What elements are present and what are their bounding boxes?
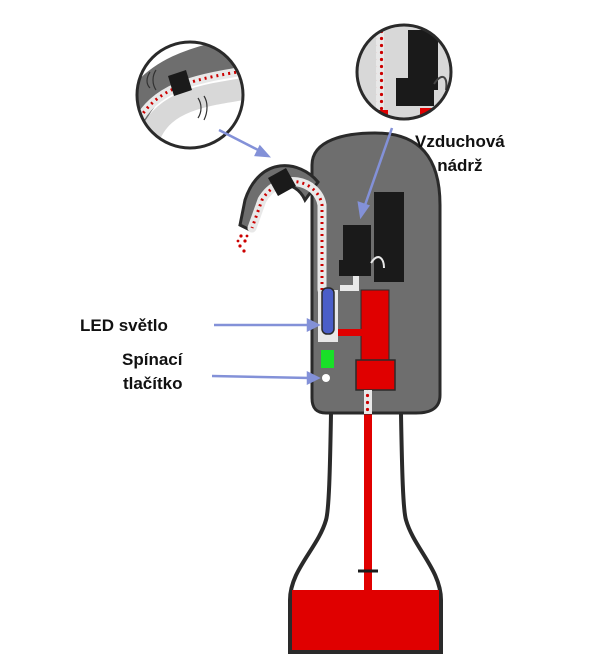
tank-label-line1: Vzduchová xyxy=(415,132,505,151)
switch-label-line1: Spínací xyxy=(122,350,183,369)
detail-tank-magnifier xyxy=(355,23,453,121)
led-light-label: LED světlo xyxy=(80,316,168,335)
wine-drops xyxy=(236,234,249,253)
switch-label-line2: tlačítko xyxy=(122,374,183,393)
air-tank-label: Vzduchová nádrž xyxy=(415,130,505,178)
wine-bottle xyxy=(288,392,443,654)
led-light xyxy=(321,287,335,335)
arrow-switch xyxy=(211,374,311,380)
arrow-tank xyxy=(362,127,394,209)
switch-button-label: Spínací tlačítko xyxy=(122,348,182,396)
wine-in-bottle xyxy=(292,590,439,650)
air-tank xyxy=(374,192,404,282)
air-pump xyxy=(343,225,371,261)
spout-valve xyxy=(268,168,296,196)
arrow-spout xyxy=(218,128,263,154)
switch-button xyxy=(322,374,330,382)
wine-tube xyxy=(364,392,372,590)
switch-led xyxy=(321,350,334,368)
detail-spout-magnifier xyxy=(135,40,245,150)
aerator-body xyxy=(236,131,442,415)
tank-label-line2: nádrž xyxy=(437,156,483,175)
callout-arrows xyxy=(211,127,394,386)
wine-chamber xyxy=(360,289,390,361)
